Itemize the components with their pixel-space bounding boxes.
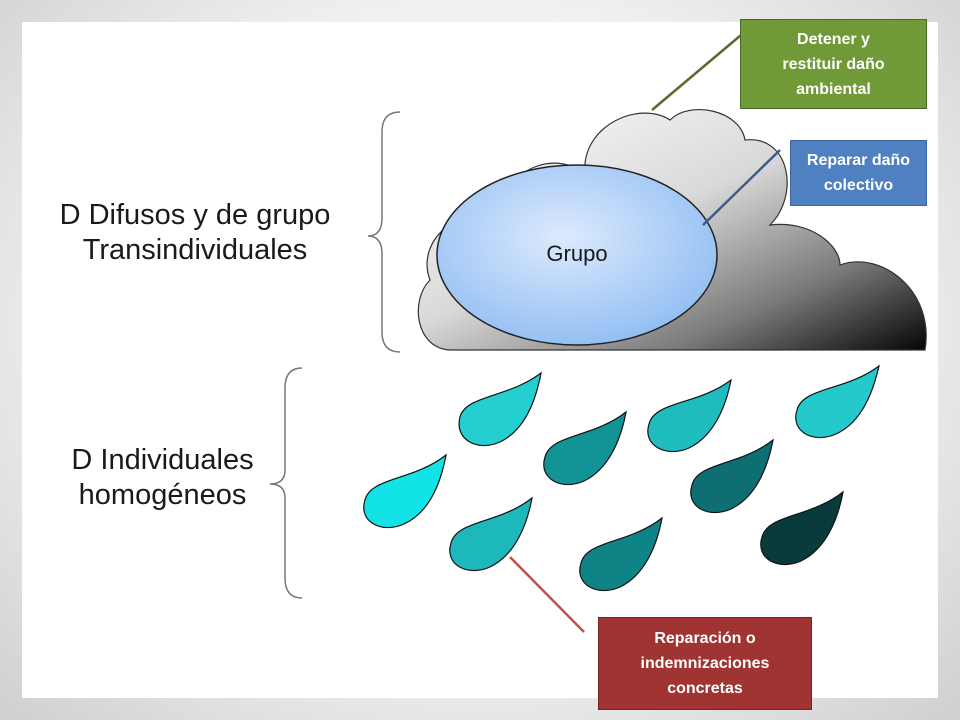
- raindrop: [458, 371, 542, 447]
- individual-heading: D Individuales homogéneos: [20, 443, 305, 513]
- raindrop: [543, 410, 627, 486]
- raindrop: [363, 453, 447, 529]
- stop-restore-line-1: Detener y: [797, 30, 870, 48]
- raindrop: [449, 496, 533, 572]
- collective-callout: Reparar daño colectivo: [790, 140, 927, 206]
- raindrop: [690, 438, 774, 514]
- individual-connector: [509, 556, 585, 633]
- stop-restore-connector: [651, 29, 748, 111]
- individual-heading-line-1: D Individuales: [71, 444, 254, 476]
- individual-brace: [269, 367, 303, 599]
- group-heading-line-1: D Difusos y de grupo: [59, 199, 331, 231]
- group-heading: D Difusos y de grupo Transindividuales: [20, 198, 370, 268]
- stop-restore-line-3: ambiental: [796, 80, 871, 98]
- group-ellipse-label: Grupo: [546, 241, 608, 266]
- collective-line-1: Reparar daño: [806, 152, 911, 169]
- raindrop: [760, 490, 844, 566]
- raindrop: [579, 516, 663, 592]
- stop-restore-line-2: restituir daño: [782, 55, 885, 73]
- stop-restore-callout: Detener y restituir daño ambiental: [740, 19, 927, 109]
- group-brace: [367, 111, 401, 353]
- slide-canvas: [22, 22, 938, 698]
- individual-heading-line-2: homogéneos: [78, 479, 247, 511]
- group-ellipse: [436, 164, 718, 346]
- individual-line-1: Reparación o: [654, 630, 756, 647]
- individual-line-3: concretas: [667, 680, 743, 697]
- collective-connector: [702, 149, 781, 226]
- group-heading-line-2: Transindividuales: [82, 234, 308, 266]
- raindrop: [647, 378, 732, 453]
- individual-callout: Reparación o indemnizaciones concretas: [598, 617, 812, 710]
- individual-line-2: indemnizaciones: [640, 655, 770, 672]
- raindrop: [795, 364, 880, 439]
- collective-line-2: colectivo: [823, 177, 894, 194]
